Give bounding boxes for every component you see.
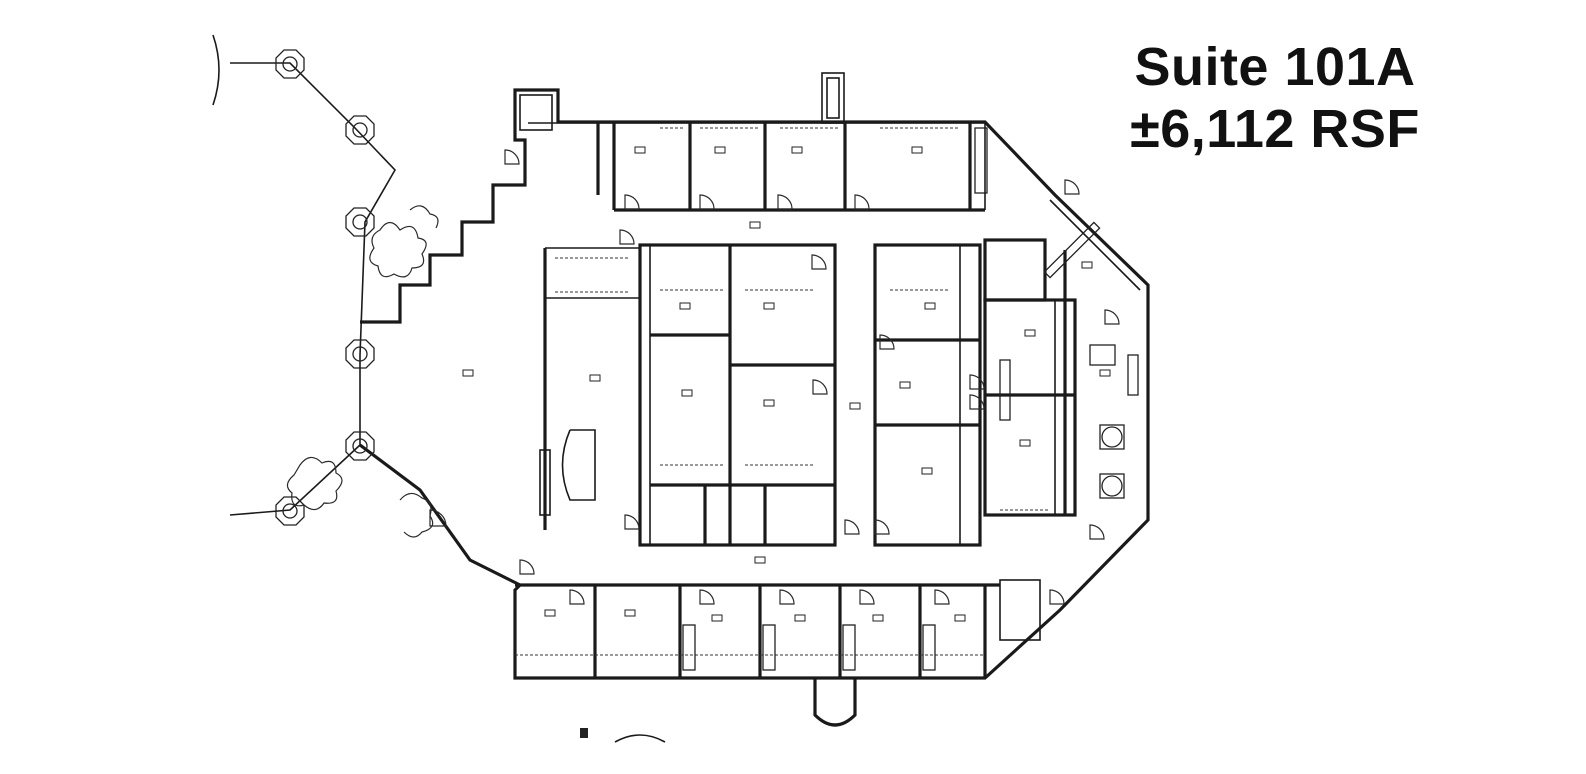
door-swing-icon [812, 379, 828, 395]
door-swing-icon [429, 509, 447, 527]
door-swing-icon [969, 374, 985, 390]
suite-area: ±6,112 RSF [1130, 99, 1420, 159]
landscape-shrub-icon [286, 456, 434, 538]
octagon-column-icon [275, 49, 305, 79]
interior-walls [539, 238, 1077, 547]
break-room-fixtures [974, 127, 1139, 499]
vent-shaft [821, 72, 845, 124]
door-swing-icon [1064, 179, 1080, 195]
door-swing-icon [844, 519, 860, 535]
door-swing-icon [777, 194, 793, 210]
stair-box [519, 94, 553, 131]
suite-title-block: Suite 101A ±6,112 RSF [1085, 36, 1465, 160]
columns [275, 49, 375, 526]
octagon-column-icon [275, 496, 305, 526]
door-swing-icon [811, 254, 827, 270]
landscape-shrub-icon [369, 205, 439, 278]
octagon-column-icon [345, 431, 375, 461]
door-swings [429, 149, 1120, 605]
octagon-column-icon [345, 115, 375, 145]
door-swing-icon [1089, 524, 1105, 540]
entry-arc [212, 34, 220, 106]
storefront-wall [360, 165, 527, 324]
exterior-wall [513, 88, 1150, 680]
door-swing-icon [874, 519, 890, 535]
round-table-icon [1099, 473, 1125, 499]
door-swing-icon [519, 559, 535, 575]
door-swing-icon [934, 589, 950, 605]
door-swing-icon [859, 589, 875, 605]
door-swing-icon [699, 589, 715, 605]
top-offices [596, 122, 986, 212]
scan-mark [614, 734, 666, 743]
octagon-column-icon [345, 339, 375, 369]
door-swing-icon [624, 194, 640, 210]
door-swing-icon [624, 514, 640, 530]
exterior-walkway [212, 34, 521, 587]
suite-name: Suite 101A [1134, 37, 1416, 97]
door-swing-icon [699, 194, 715, 210]
dimension-lines [555, 127, 1050, 511]
room-tags [462, 146, 1111, 622]
bottom-bay [813, 678, 857, 727]
door-swing-icon [969, 394, 985, 410]
scan-mark [580, 728, 588, 738]
door-swing-icon [569, 589, 585, 605]
door-swing-icon [619, 229, 635, 245]
door-swing-icon [854, 194, 870, 210]
round-table-icon [1099, 424, 1125, 450]
bottom-rooms [515, 579, 1041, 678]
door-swing-icon [779, 589, 795, 605]
octagon-column-icon [345, 207, 375, 237]
door-swing-icon [879, 334, 895, 350]
door-swing-icon [1049, 589, 1065, 605]
door-swing-icon [504, 149, 520, 165]
door-swing-icon [1104, 309, 1120, 325]
